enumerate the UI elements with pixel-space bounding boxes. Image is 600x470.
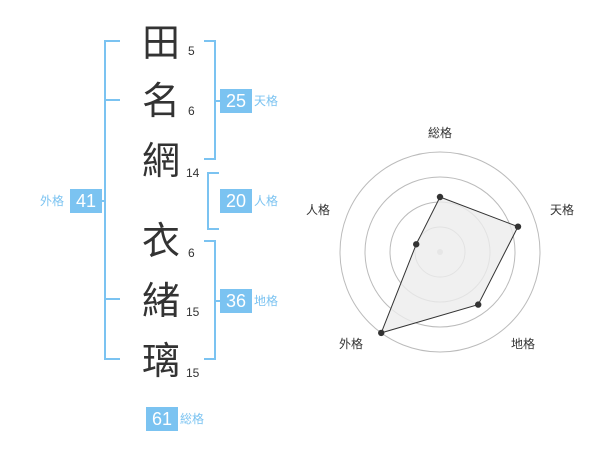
radar-label-chikaku: 地格 bbox=[511, 337, 536, 351]
stroke-count-3: 14 bbox=[186, 166, 200, 180]
radar-point-1 bbox=[514, 223, 522, 230]
jinkaku-value: 20 bbox=[220, 189, 252, 213]
stroke-count-4: 6 bbox=[188, 246, 195, 260]
tenkaku-value: 25 bbox=[220, 89, 252, 113]
name-char-4: 衣 bbox=[141, 219, 180, 263]
radar-point-2 bbox=[475, 301, 482, 308]
chikaku-value: 36 bbox=[220, 289, 252, 313]
radar-point-0 bbox=[436, 193, 444, 201]
gaikaku-value: 41 bbox=[70, 189, 102, 213]
gaikaku-label: 外格 bbox=[40, 194, 65, 208]
radar-label-tenkaku: 天格 bbox=[550, 203, 575, 217]
name-char-1: 田 bbox=[141, 21, 180, 65]
radar-polygon bbox=[380, 196, 519, 334]
radar-label-gaikaku: 外格 bbox=[339, 337, 364, 351]
name-char-6: 璃 bbox=[141, 339, 180, 383]
stroke-count-5: 15 bbox=[186, 305, 200, 319]
radar-ring bbox=[364, 176, 516, 328]
stroke-count-1: 5 bbox=[188, 44, 195, 58]
name-char-2: 名 bbox=[141, 79, 180, 123]
soukaku-value: 61 bbox=[146, 407, 178, 431]
tenkaku-label: 天格 bbox=[254, 94, 279, 108]
soukaku-label: 総格 bbox=[180, 412, 205, 426]
jinkaku-label: 人格 bbox=[254, 194, 279, 208]
name-char-3: 網 bbox=[141, 139, 180, 183]
name-char-5: 緒 bbox=[141, 279, 180, 323]
radar-ring bbox=[339, 151, 541, 353]
chikaku-label: 地格 bbox=[254, 294, 279, 308]
radar-label-soukaku: 総格 bbox=[428, 126, 453, 140]
stroke-count-6: 15 bbox=[186, 366, 200, 380]
radar-point-4 bbox=[413, 241, 420, 248]
radar-label-jinkaku: 人格 bbox=[306, 203, 331, 217]
radar-point-3 bbox=[378, 329, 385, 337]
stroke-count-2: 6 bbox=[188, 104, 195, 118]
